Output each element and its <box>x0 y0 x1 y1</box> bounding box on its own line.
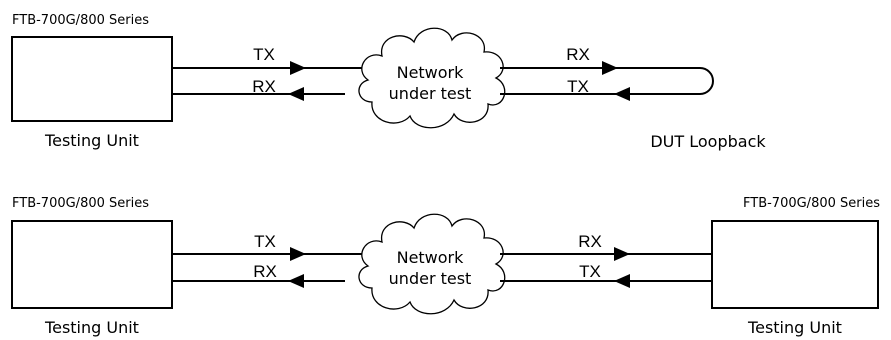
top-loopback-curve <box>699 67 714 95</box>
top-diagram: FTB-700G/800 Series Testing Unit TX RX N… <box>11 13 766 151</box>
bottom-right-testing-unit-box <box>711 220 879 309</box>
bottom-left-rx-label: RX <box>253 262 277 281</box>
top-cloud-line1: Network <box>397 63 465 82</box>
top-left-rx-arrow <box>288 87 304 101</box>
bottom-right-device-title: FTB-700G/800 Series <box>743 196 880 211</box>
top-loopback-label: DUT Loopback <box>650 132 766 151</box>
bottom-right-tx-label: TX <box>579 262 601 281</box>
top-device-title: FTB-700G/800 Series <box>12 13 149 28</box>
bottom-right-tx-arrow <box>614 274 630 288</box>
top-right-rx-arrow <box>602 61 618 75</box>
top-left-rx-label: RX <box>252 77 276 96</box>
bottom-right-unit-label: Testing Unit <box>747 318 842 337</box>
top-left-tx-label: TX <box>253 45 275 64</box>
top-testing-unit-box <box>11 36 173 122</box>
bottom-cloud-line1: Network <box>397 248 465 267</box>
bottom-left-rx-arrow <box>288 274 304 288</box>
bottom-right-rx-label: RX <box>578 232 602 251</box>
top-right-rx-label: RX <box>566 45 590 64</box>
bottom-left-tx-arrow <box>290 247 306 261</box>
bottom-cloud-line2: under test <box>389 269 472 288</box>
top-right-tx-label: TX <box>567 77 589 96</box>
top-left-tx-arrow <box>290 61 306 75</box>
bottom-left-device-title: FTB-700G/800 Series <box>12 196 149 211</box>
bottom-left-testing-unit-box <box>11 220 173 309</box>
top-cloud-line2: under test <box>389 84 472 103</box>
top-testing-unit-label: Testing Unit <box>44 131 139 150</box>
bottom-left-unit-label: Testing Unit <box>44 318 139 337</box>
bottom-left-tx-label: TX <box>254 232 276 251</box>
top-right-tx-arrow <box>614 87 630 101</box>
bottom-diagram: FTB-700G/800 Series FTB-700G/800 Series … <box>11 196 880 337</box>
bottom-right-rx-arrow <box>614 247 630 261</box>
